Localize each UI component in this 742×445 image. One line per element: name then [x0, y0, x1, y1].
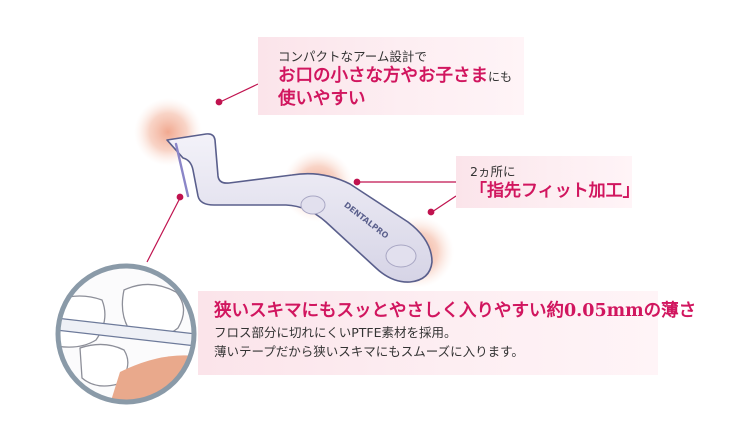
tooth-right [121, 283, 185, 340]
callout-compact-arm: コンパクトなアーム設計で お口の小さな方やお子さまにも 使いやすい [258, 37, 524, 115]
callout-thin-floss: 狭いスキマにもスッとやさしく入りやすい約0.05mmの薄さ フロス部分に切れにく… [198, 291, 697, 375]
callout-bottom-line2: 薄いテープだから狭いスキマにもスムーズに入ります。 [214, 344, 524, 359]
floss-tape [58, 317, 194, 347]
callout-top-line2-emph: お口の小さな方やお子さま [278, 66, 488, 86]
callout-bottom-heading: 狭いスキマにもスッとやさしく入りやすい約0.05mmの薄さ [214, 301, 697, 321]
floss-pick: DENTALPRO [166, 133, 433, 283]
callout-mid-line1: 2ヵ所に [470, 164, 516, 179]
zoom-detail [55, 263, 197, 405]
upper-grip-dimple [300, 195, 326, 215]
callout-mid-line2: 「指先フィット加工」 [470, 181, 640, 201]
callout-bottom-line1: フロス部分に切れにくいPTFE素材を採用。 [214, 325, 457, 340]
callout-top-line2-suffix: にも [488, 70, 513, 84]
floss-thread [174, 142, 190, 198]
tooth-lower [79, 343, 129, 387]
callout-top-line1: コンパクトなアーム設計で [278, 49, 427, 64]
callout-leaders [146, 83, 457, 263]
callout-top-line2: お口の小さな方やお子さまにも [278, 65, 524, 88]
callout-fingertip-fit: 2ヵ所に 「指先フィット加工」 [456, 156, 640, 208]
callout-top-line3: 使いやすい [278, 89, 366, 109]
lower-grip-dimple [385, 244, 417, 268]
